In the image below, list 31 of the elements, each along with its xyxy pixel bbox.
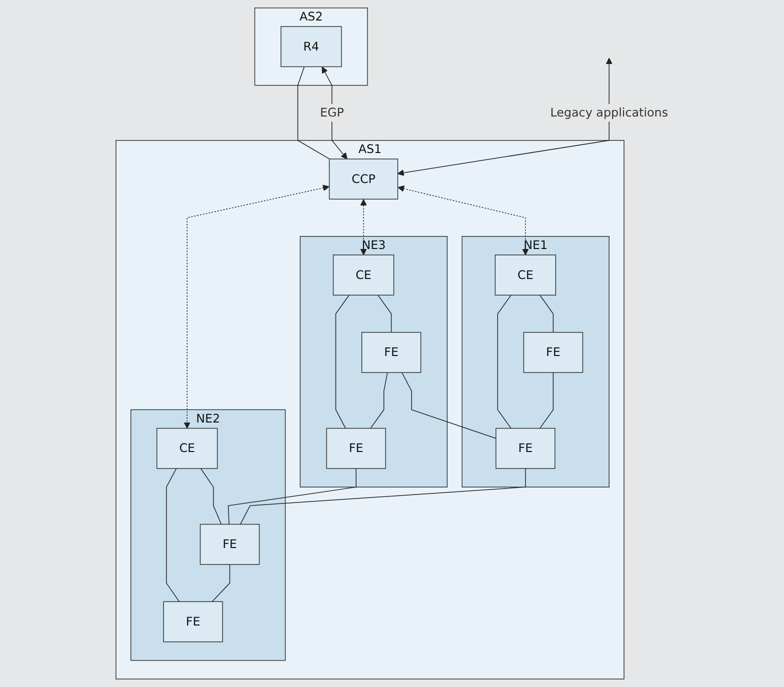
connector — [228, 468, 356, 525]
node-box: FE — [496, 428, 556, 469]
connector — [166, 468, 180, 602]
connector — [540, 294, 554, 333]
node-box: FE — [163, 601, 223, 642]
node-box: FE — [200, 524, 260, 565]
arrow — [397, 58, 612, 176]
connector — [497, 294, 512, 429]
node-box: CCP — [328, 158, 398, 200]
connector — [212, 564, 230, 602]
arrow — [184, 184, 330, 429]
node-box: CE — [332, 254, 394, 296]
node-box: CE — [494, 254, 556, 296]
node-box: FE — [523, 332, 584, 373]
connector — [540, 372, 554, 429]
node-box: FE — [361, 332, 422, 373]
arrow — [360, 199, 367, 256]
connector — [401, 372, 496, 439]
connector — [378, 294, 392, 333]
connector — [370, 372, 388, 429]
edge-label: EGP — [320, 105, 344, 120]
connector — [297, 66, 330, 160]
connector — [200, 468, 222, 525]
arrow — [322, 66, 348, 160]
node-box: R4 — [280, 26, 342, 68]
arrow — [398, 186, 529, 256]
node-box: FE — [326, 428, 386, 469]
connector — [335, 294, 350, 429]
edge-label: Legacy applications — [550, 105, 668, 120]
node-box: CE — [156, 428, 218, 469]
connector — [240, 468, 526, 525]
